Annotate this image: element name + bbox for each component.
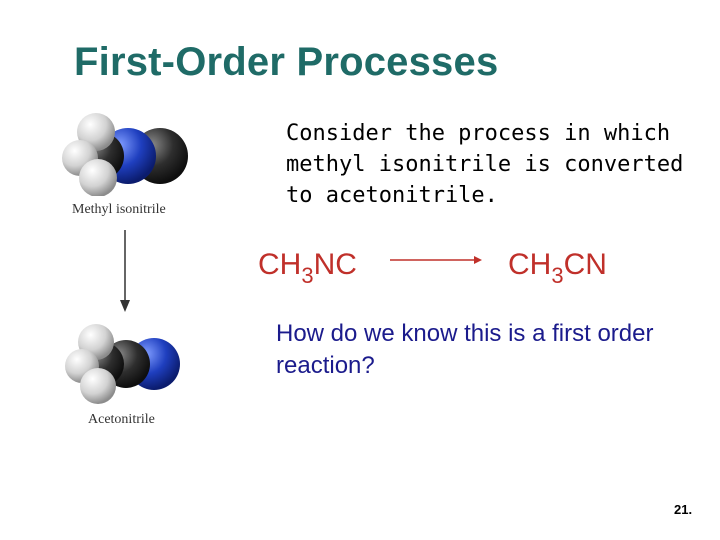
product-formula: CH3CN [508, 248, 607, 288]
question-text: How do we know this is a first order rea… [276, 320, 654, 379]
methyl-isonitrile-label: Methyl isonitrile [72, 202, 166, 217]
down-arrow-icon [120, 230, 130, 312]
hydrogen-atom [80, 368, 116, 404]
page-number: 21. [674, 502, 693, 517]
acetonitrile-model [65, 324, 180, 404]
reaction-arrow-icon [390, 256, 482, 264]
intro-text: Consider the process in which methyl iso… [286, 121, 684, 208]
acetonitrile-label: Acetonitrile [88, 412, 155, 427]
methyl-isonitrile-model [62, 113, 188, 196]
reactant-formula: CH3NC [258, 248, 357, 288]
hydrogen-atom [79, 159, 117, 196]
slide-title: First-Order Processes [74, 40, 499, 84]
